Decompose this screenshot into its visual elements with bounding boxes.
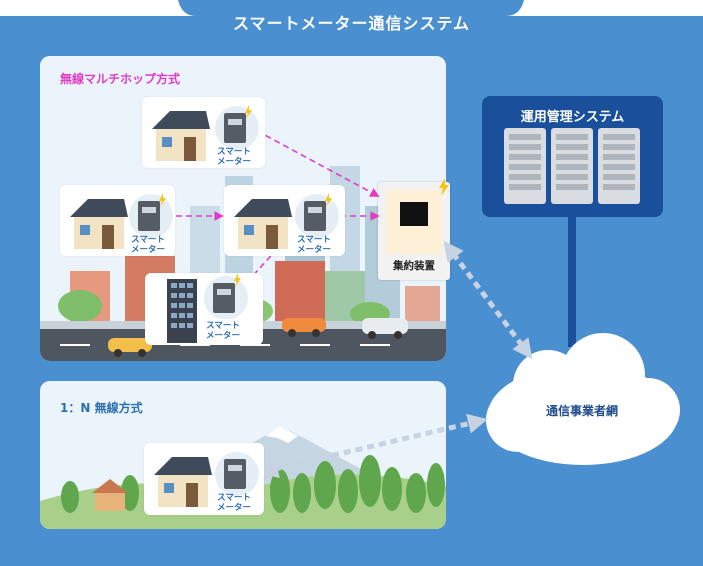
car-white [362,318,408,339]
carrier-network-label: 通信事業者網 [545,404,618,418]
building-meter-card: スマートメーター [145,273,263,345]
barn [92,479,128,511]
meter-label: スマートメーター [216,493,251,513]
meter-label: スマートメーター [130,235,165,255]
meter-label: スマートメーター [216,147,251,167]
smart-meter-icon [129,193,173,238]
house-meter-card: スマートメーター [60,185,175,256]
aggregator-label: 集約装置 [393,260,435,272]
smart-meter-icon [215,452,259,496]
network-link [258,413,488,479]
house-icon [152,111,210,161]
aggregator-screen [400,202,428,226]
apartment-building-icon [167,279,197,343]
meter-label: スマートメーター [205,321,240,341]
multihop-label: 無線マルチホップ方式 [60,72,181,86]
meter-label: スマートメーター [296,235,331,255]
carrier-network-cloud [486,333,680,465]
management-system-label: 運用管理システム [520,110,625,125]
house-meter-card: スマートメーター [224,185,345,256]
smart-meter-icon [215,105,259,150]
car-yellow [108,338,152,357]
car-orange [282,318,326,337]
one-to-n-label: 1：N 無線方式 [60,401,143,415]
multihop-link [246,125,380,197]
management-to-carrier-line [568,217,576,347]
smart-meter-icon [295,193,339,238]
house-icon [234,199,292,249]
network-link [443,240,533,360]
house-icon [154,457,212,507]
lightning-icon [439,178,449,196]
smart-meter-icon [204,273,248,319]
house-meter-card: スマートメーター [144,443,264,515]
house-meter-card: スマートメーター [142,97,265,168]
server-rack-icon [504,128,640,204]
title-tab-shape [0,0,703,16]
page-title: スマートメーター通信システム [232,14,471,33]
house-icon [70,199,128,249]
